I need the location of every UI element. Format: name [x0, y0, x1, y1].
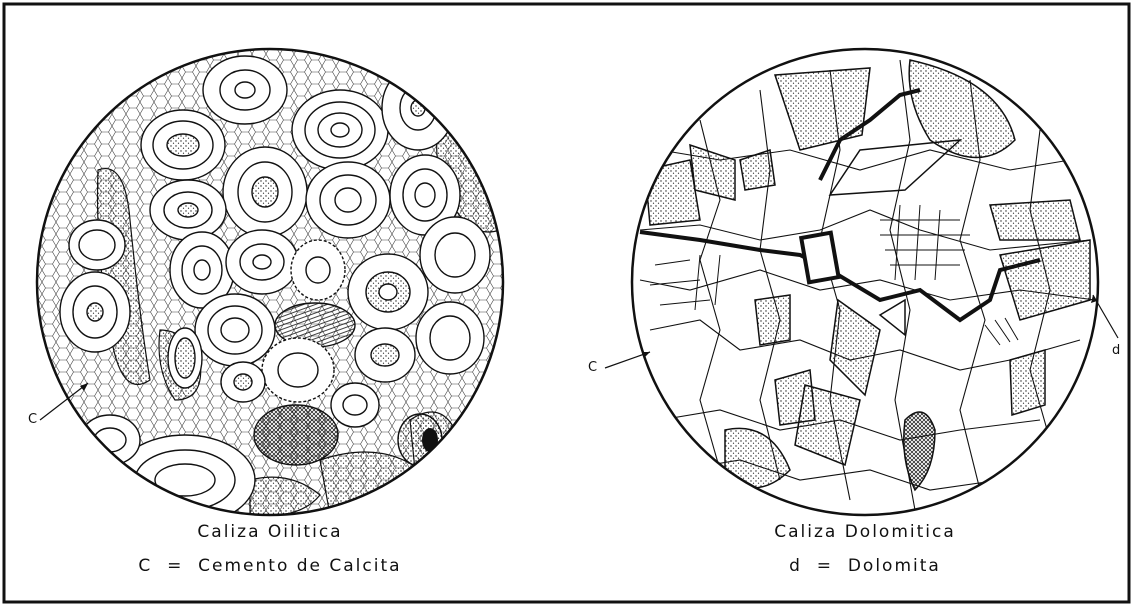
oolitic-limestone-thin-section [37, 49, 503, 525]
calcite-cement-label-left: C [28, 412, 37, 427]
right-figure-title: Caliza Dolomitica [735, 522, 995, 542]
dolomite-label: d [1112, 343, 1120, 358]
dolomite-pointer [1093, 295, 1118, 338]
left-figure-legend: C = Cemento de Calcita [120, 556, 420, 576]
right-figure-legend: d = Dolomita [735, 556, 995, 576]
dolomitic-limestone-thin-section [632, 49, 1098, 515]
calcite-cement-label-right: C [588, 360, 597, 375]
left-figure-title: Caliza Oilitica [140, 522, 400, 542]
